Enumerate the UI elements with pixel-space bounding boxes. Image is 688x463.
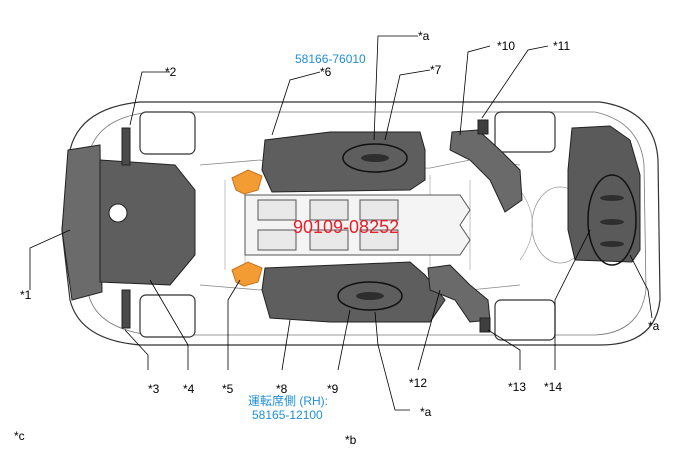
cover-section-oval-upper bbox=[342, 143, 408, 173]
vehicle-body-outline bbox=[61, 101, 661, 346]
callout-7: *7 bbox=[430, 63, 442, 77]
note-c: *c bbox=[14, 429, 25, 443]
callout-10: *10 bbox=[497, 39, 515, 53]
part-number-bottom: 58165-12100 bbox=[252, 408, 323, 422]
callout-4: *4 bbox=[183, 382, 195, 396]
front-splash-shield-upper bbox=[121, 127, 131, 166]
cover-vent-rear-2 bbox=[600, 219, 624, 225]
front-splash-shield-lower bbox=[121, 289, 131, 329]
rear-under-cover bbox=[567, 125, 641, 263]
callout-9: *9 bbox=[327, 382, 339, 396]
callout-3: *3 bbox=[148, 382, 160, 396]
cover-section-oval-lower bbox=[337, 281, 403, 311]
cover-vent-lower bbox=[356, 292, 384, 300]
callout-a-top: *a bbox=[418, 29, 430, 43]
note-b: *b bbox=[345, 433, 357, 447]
floor-under-cover-lower bbox=[261, 261, 446, 323]
cover-vent-rear-1 bbox=[600, 195, 624, 201]
callout-1: *1 bbox=[20, 288, 32, 302]
callout-14: *14 bbox=[544, 380, 562, 394]
clip-lower-right bbox=[479, 317, 491, 333]
orange-bracket-upper bbox=[231, 169, 263, 195]
callout-12: *12 bbox=[409, 376, 427, 390]
part-number-top: 58166-76010 bbox=[295, 52, 366, 66]
callout-11: *11 bbox=[553, 39, 570, 53]
part-number-bottom-label: 運転席側 (RH): bbox=[248, 393, 328, 408]
cover-section-oval-rear bbox=[587, 174, 637, 266]
callout-a-right: *a bbox=[648, 319, 660, 333]
callout-8: *8 bbox=[276, 382, 288, 396]
cover-vent-rear-3 bbox=[600, 241, 624, 247]
orange-bracket-lower bbox=[231, 261, 263, 287]
front-bumper-cover bbox=[61, 144, 103, 301]
callout-2: *2 bbox=[165, 65, 177, 79]
callout-5: *5 bbox=[222, 382, 234, 396]
center-tunnel bbox=[244, 194, 471, 256]
callout-13: *13 bbox=[508, 380, 526, 394]
part-number-center: 90109-08252 bbox=[293, 217, 399, 237]
callout-6: *6 bbox=[320, 65, 332, 79]
leader-lines bbox=[29, 35, 653, 411]
cover-vent-upper bbox=[361, 154, 389, 162]
callout-a-bottom: *a bbox=[420, 405, 432, 419]
rear-floor-side-cover-upper bbox=[449, 129, 523, 213]
engine-cover-drain-hole bbox=[108, 203, 128, 223]
engine-under-cover bbox=[99, 159, 196, 286]
clip-upper-right bbox=[477, 119, 489, 135]
